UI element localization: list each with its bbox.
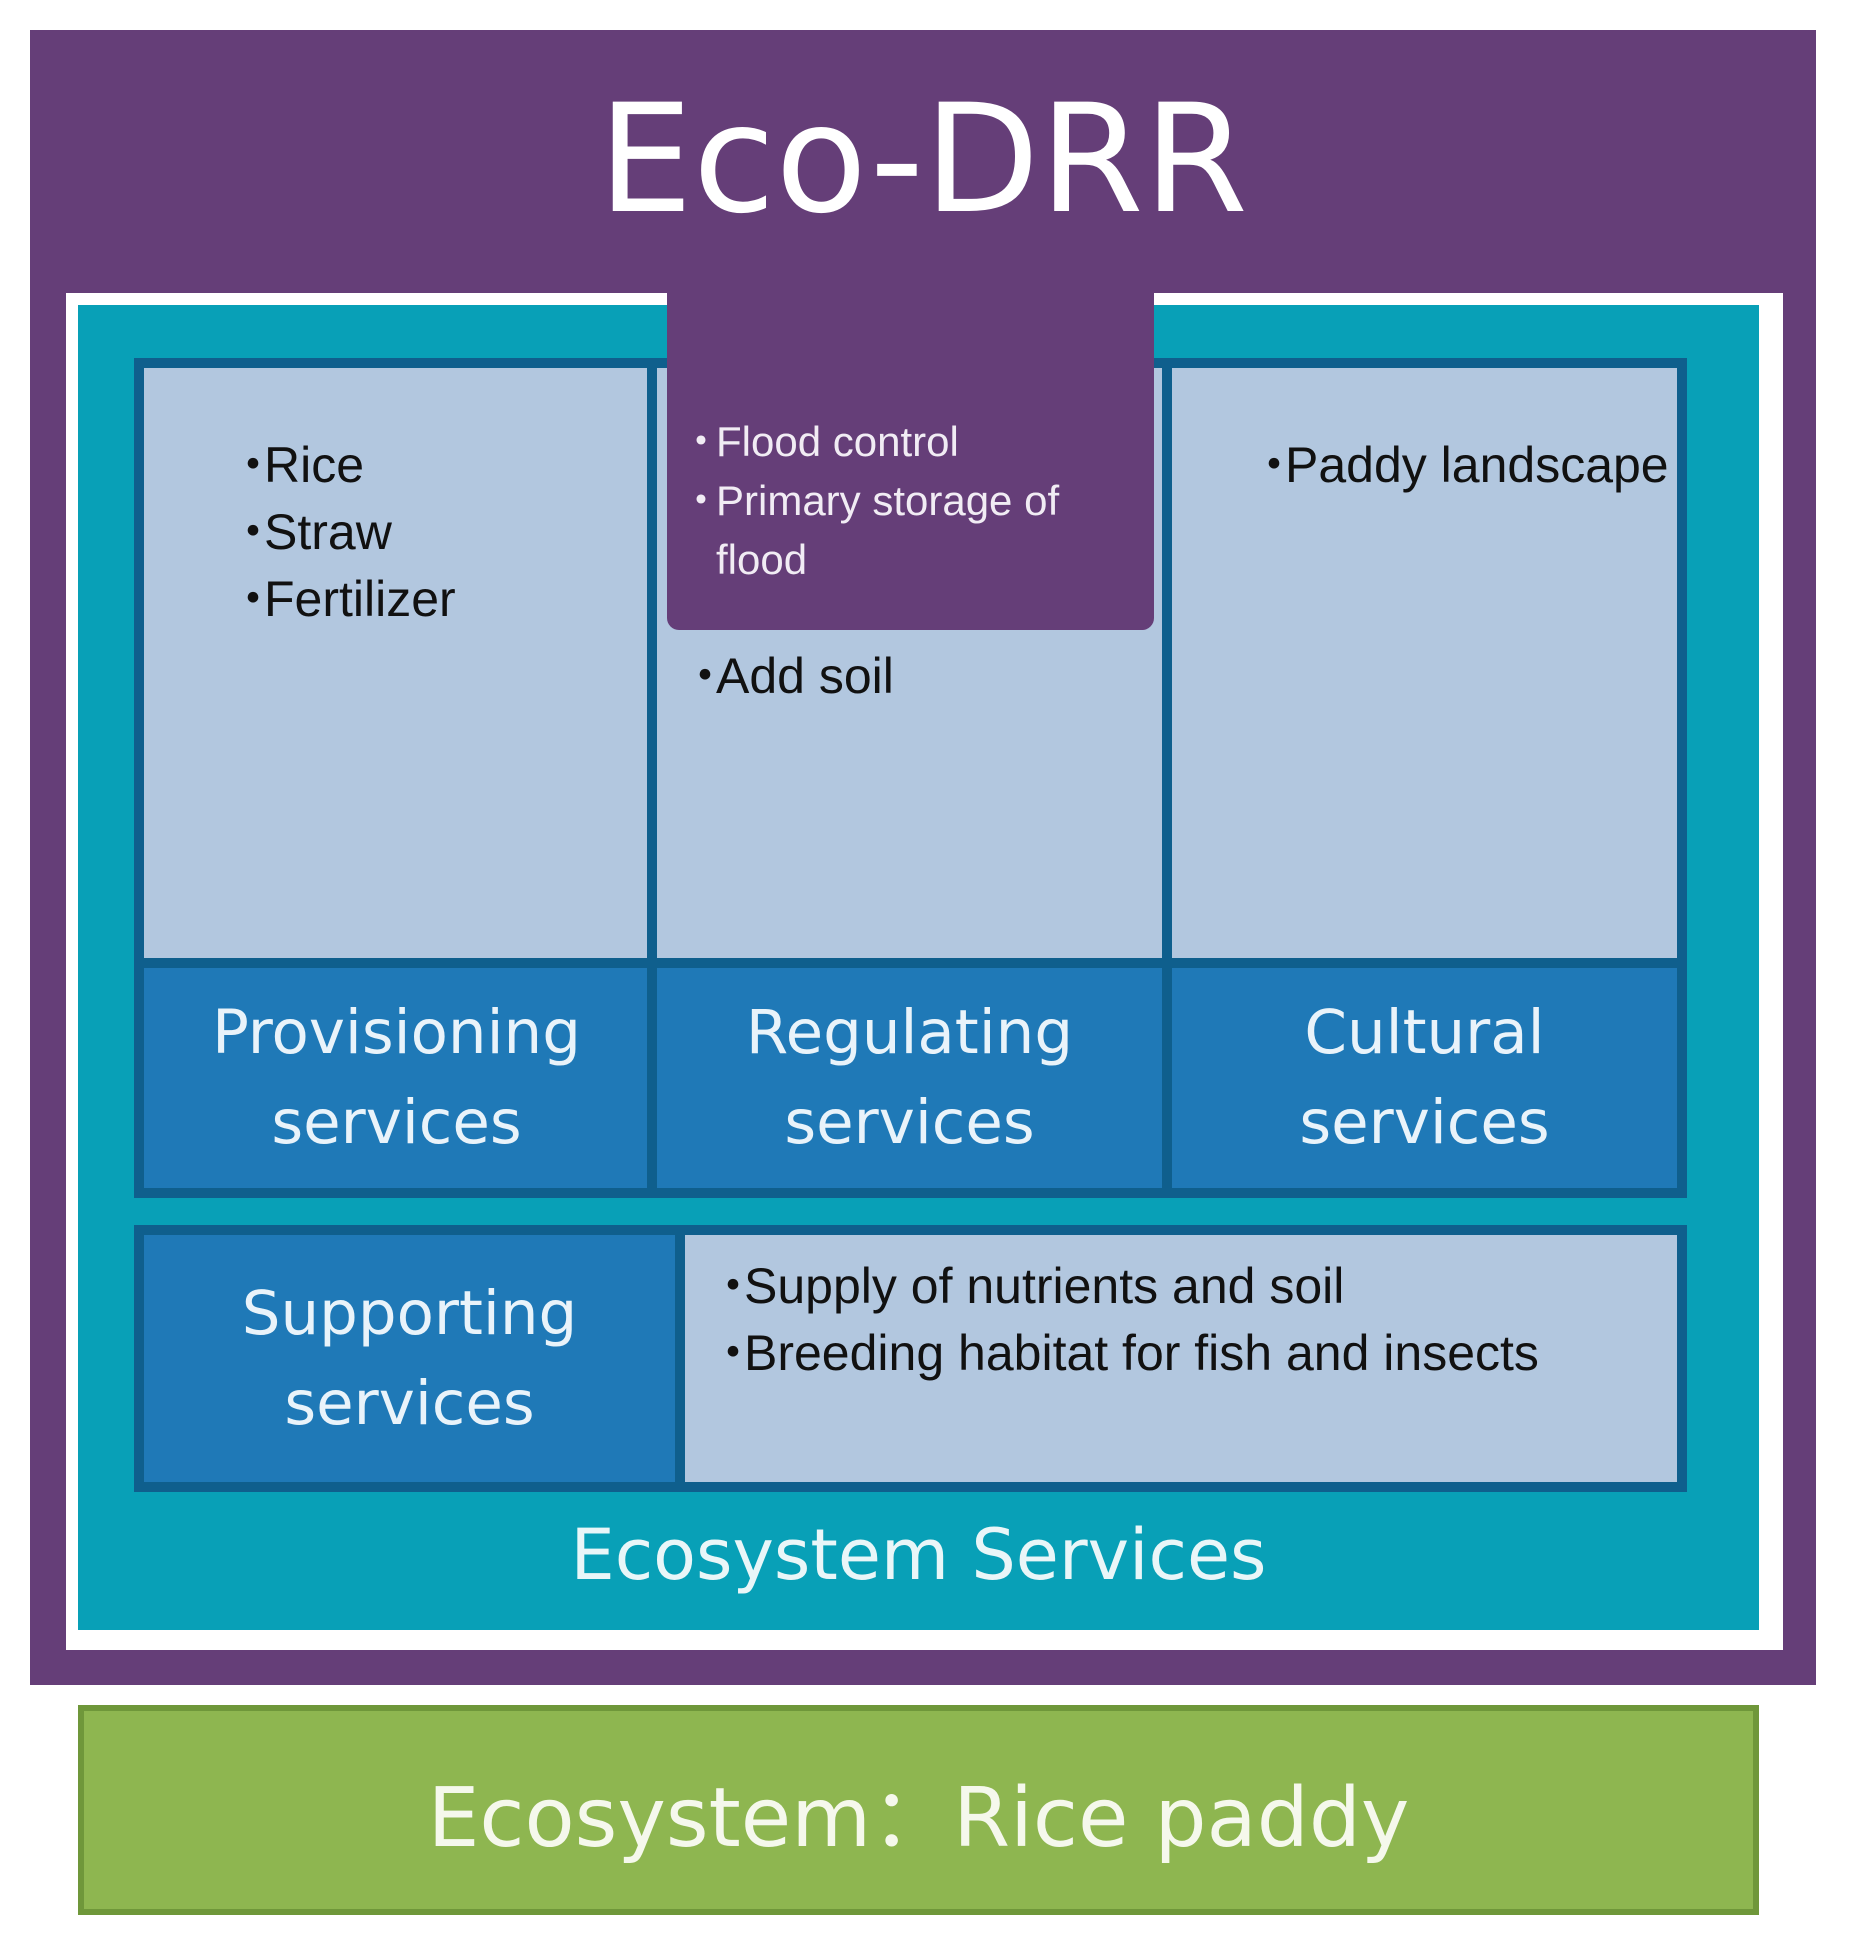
eco-drr-regulating-items: ・Flood control ・Primary storage of flood [680,412,1150,589]
list-item: ・Fertilizer [228,566,648,633]
supporting-label-line1: Supporting [241,1277,578,1349]
supporting-content-box [675,1225,1687,1492]
supporting-items: ・Supply of nutrients and soil ・Breeding … [708,1253,1668,1387]
item-text: Breeding habitat for fish and insects [744,1325,1539,1381]
bullet: ・ [680,418,723,465]
eco-drr-regulating-tab [667,250,1154,630]
cultural-label-line2: services [1299,1087,1550,1158]
bullet: ・ [708,1258,758,1314]
supporting-label-line2: services [284,1367,535,1439]
bullet: ・ [228,437,278,493]
provisioning-label-line1: Provisioning [212,997,581,1068]
item-text: Add soil [716,648,894,704]
item-text: Rice [264,437,365,493]
bullet: ・ [228,504,278,560]
bullet: ・ [680,477,723,524]
provisioning-items: ・Rice ・Straw ・Fertilizer [228,432,648,633]
bullet: ・ [1249,437,1299,493]
regulating-label-line1: Regulating [745,997,1074,1068]
bullet: ・ [228,571,278,627]
regulating-items: ・Add soil [680,643,1140,710]
item-text: Primary storage of flood [716,477,1060,583]
cultural-items: ・Paddy landscape [1249,432,1669,499]
ecosystem-services-label: Ecosystem Services [570,1514,1267,1596]
cultural-services-label: Cultural services [1162,958,1687,1198]
item-text: Flood control [716,418,959,465]
list-item: ・Flood control [680,412,1150,471]
list-item: ・Breeding habitat for fish and insects [708,1320,1668,1387]
item-text: Straw [264,504,392,560]
regulating-services-label: Regulating services [647,958,1172,1198]
bullet: ・ [708,1325,758,1381]
item-text: Paddy landscape [1285,437,1669,493]
provisioning-label-line2: services [271,1087,522,1158]
ecosystem-rice-paddy: Ecosystem：Rice paddy [78,1705,1759,1915]
ecosystem-label: Ecosystem：Rice paddy [427,1770,1410,1866]
regulating-label-line2: services [784,1087,1035,1158]
supporting-services-label: Supporting services [134,1225,685,1492]
cultural-label-line1: Cultural [1304,997,1545,1068]
list-item: ・Rice [228,432,648,499]
provisioning-services-label: Provisioning services [134,958,659,1198]
bullet: ・ [680,648,730,704]
item-text: Supply of nutrients and soil [744,1258,1345,1314]
eco-drr-title: Eco-DRR [598,73,1248,247]
list-item: ・Supply of nutrients and soil [708,1253,1668,1320]
list-item: ・Straw [228,499,648,566]
item-text: Fertilizer [264,571,456,627]
list-item: ・Paddy landscape [1249,432,1669,499]
list-item: ・Add soil [680,643,1140,710]
list-item: ・Primary storage of flood [680,471,1150,589]
